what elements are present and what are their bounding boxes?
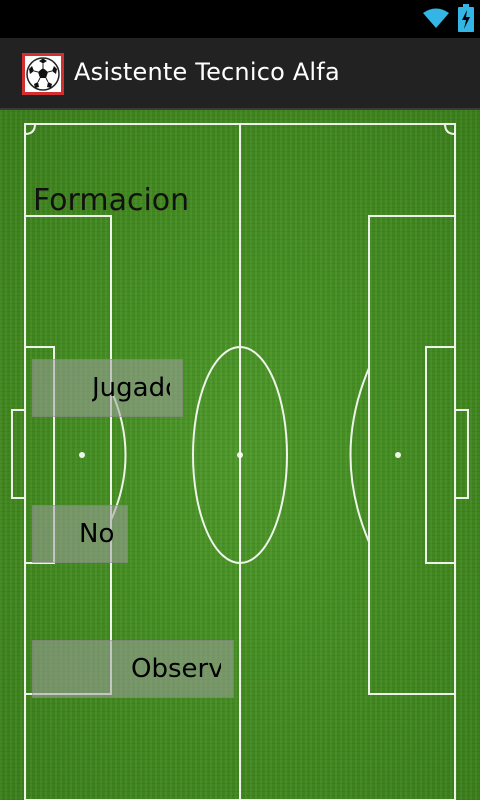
notes-button[interactable]: Notas: [32, 505, 128, 563]
field-lines: [11, 123, 469, 800]
status-bar: [0, 0, 480, 38]
observations-button-label: Observaciones: [131, 654, 221, 684]
app-title: Asistente Tecnico Alfa: [74, 58, 340, 86]
wifi-icon: [422, 7, 450, 33]
soccer-ball-icon[interactable]: [22, 53, 64, 95]
players-button[interactable]: Jugadores: [32, 359, 183, 417]
soccer-field: Formacion Jugadores Notas Observaciones: [0, 110, 480, 800]
formation-label: Formacion: [33, 183, 190, 218]
action-bar: Asistente Tecnico Alfa: [0, 38, 480, 110]
notes-button-label: Notas: [79, 519, 115, 549]
status-icons: [422, 4, 474, 36]
players-button-label: Jugadores: [92, 373, 170, 403]
observations-button[interactable]: Observaciones: [32, 640, 234, 698]
battery-charging-icon: [458, 4, 474, 36]
